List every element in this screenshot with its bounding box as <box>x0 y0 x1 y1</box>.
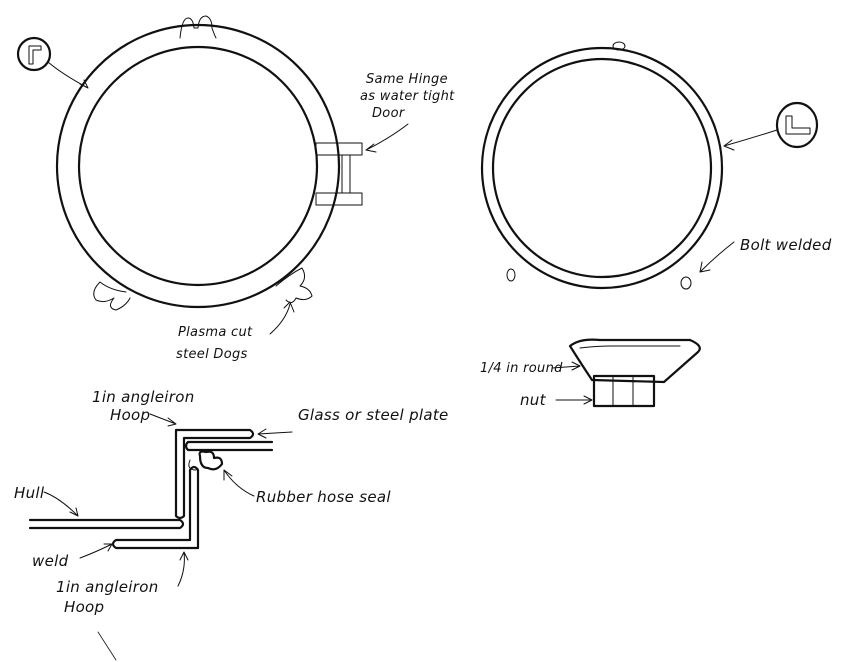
left-porthole-outer-ring <box>55 23 341 309</box>
hinge-label-line3: Door <box>372 106 406 121</box>
left-bolt <box>506 268 516 282</box>
bolt-leader-arrow <box>699 241 735 273</box>
cross-section: 1in angleiron Hoop Glass or steel plate … <box>14 388 449 616</box>
round-label: 1/4 in round <box>480 361 563 376</box>
bottom-angle-label-line1: 1in angleiron <box>56 578 159 596</box>
quarter-inch-round <box>568 338 701 384</box>
angle-profile-icon <box>775 101 819 149</box>
left-porthole-inner-ring <box>77 45 319 287</box>
top-angle-label-line2: Hoop <box>110 406 150 424</box>
hinge-label-line2: as water tight <box>360 89 455 104</box>
right-profile-leader-arrow <box>723 129 778 151</box>
bottom-angle-leader-arrow <box>177 551 189 587</box>
round-and-nut-detail: 1/4 in round nut <box>480 338 701 409</box>
hinge-label-line1: Same Hinge <box>366 72 448 87</box>
bottom-angle-label-line2: Hoop <box>64 598 104 616</box>
nut <box>592 374 656 408</box>
bottom-angle-iron <box>111 465 200 550</box>
right-porthole: Bolt welded <box>480 41 832 290</box>
dogs-label-line2: steel Dogs <box>176 347 248 362</box>
stray-mark <box>97 631 117 661</box>
nut-label: nut <box>520 391 547 409</box>
weld-label: weld <box>32 552 69 570</box>
weld-leader-arrow <box>79 543 113 559</box>
right-porthole-outer-ring <box>480 46 724 290</box>
dogs-leader-arrow <box>269 301 295 335</box>
glass-leader-arrow <box>257 428 293 439</box>
hull-leader-arrow <box>43 491 79 517</box>
rubber-hose-seal <box>198 450 224 471</box>
hose-label: Rubber hose seal <box>256 488 391 506</box>
hull-label: Hull <box>14 484 45 502</box>
top-angle-label-line1: 1in angleiron <box>92 388 195 406</box>
round-leader-arrow <box>551 361 581 371</box>
hose-leader-arrow <box>223 469 255 497</box>
top-angle-leader-arrow <box>149 413 177 427</box>
glass-plate <box>184 440 274 452</box>
top-dog <box>179 15 217 39</box>
top-bolt <box>612 41 626 51</box>
left-porthole: Same Hinge as water tight Door Plasma cu… <box>16 15 455 362</box>
right-bolt <box>680 276 692 290</box>
glass-label: Glass or steel plate <box>298 406 449 424</box>
bottom-right-dog <box>275 267 313 304</box>
hinge <box>315 142 363 206</box>
bolt-label: Bolt welded <box>740 236 832 254</box>
dogs-label-line1: Plasma cut <box>178 325 253 340</box>
right-porthole-inner-ring <box>491 57 713 279</box>
hull-plate <box>28 518 185 530</box>
bottom-left-dog <box>93 281 131 311</box>
hinge-leader-arrow <box>365 123 409 153</box>
nut-leader-arrow <box>555 395 593 405</box>
profile-leader-arrow <box>47 61 89 89</box>
angle-profile-icon <box>16 36 52 72</box>
top-angle-iron <box>174 428 255 520</box>
